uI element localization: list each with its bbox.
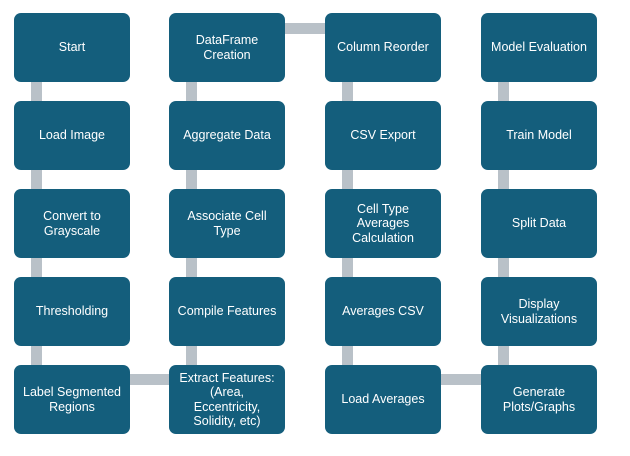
node-model-evaluation: Model Evaluation bbox=[481, 13, 597, 82]
connector bbox=[31, 170, 42, 189]
node-split-data: Split Data bbox=[481, 189, 597, 258]
node-label: Thresholding bbox=[35, 304, 109, 319]
connector bbox=[498, 346, 509, 365]
node-label: Averages CSV bbox=[342, 304, 424, 319]
connector bbox=[186, 346, 197, 365]
node-thresholding: Thresholding bbox=[14, 277, 130, 346]
node-train-model: Train Model bbox=[481, 101, 597, 170]
connector bbox=[342, 258, 353, 277]
node-extract-features: Extract Features:(Area,Eccentricity,Soli… bbox=[169, 365, 285, 434]
node-label: Model Evaluation bbox=[491, 40, 587, 55]
node-averages-csv: Averages CSV bbox=[325, 277, 441, 346]
connector bbox=[186, 170, 197, 189]
connector bbox=[31, 346, 42, 365]
node-aggregate-data: Aggregate Data bbox=[169, 101, 285, 170]
node-csv-export: CSV Export bbox=[325, 101, 441, 170]
connector bbox=[130, 374, 169, 385]
connector bbox=[186, 82, 197, 101]
node-label: CSV Export bbox=[350, 128, 416, 143]
node-label: Extract Features:(Area,Eccentricity,Soli… bbox=[179, 370, 275, 429]
connector bbox=[31, 258, 42, 277]
connector bbox=[342, 170, 353, 189]
node-compile-features: Compile Features bbox=[169, 277, 285, 346]
node-label: Column Reorder bbox=[337, 40, 429, 55]
node-label: Aggregate Data bbox=[183, 128, 271, 143]
node-label: Split Data bbox=[511, 216, 567, 231]
connector bbox=[342, 82, 353, 101]
connector bbox=[285, 23, 325, 34]
connector bbox=[186, 258, 197, 277]
node-column-reorder: Column Reorder bbox=[325, 13, 441, 82]
node-label: Load Averages bbox=[341, 392, 425, 407]
node-load-image: Load Image bbox=[14, 101, 130, 170]
node-label: Compile Features bbox=[177, 304, 277, 319]
node-label: Start bbox=[58, 40, 86, 55]
node-label: Load Image bbox=[38, 128, 106, 143]
node-label: Train Model bbox=[506, 128, 572, 143]
connector bbox=[498, 258, 509, 277]
connector bbox=[441, 374, 481, 385]
connector bbox=[31, 82, 42, 101]
node-load-averages: Load Averages bbox=[325, 365, 441, 434]
connector bbox=[342, 346, 353, 365]
connector bbox=[498, 82, 509, 101]
node-start: Start bbox=[14, 13, 130, 82]
connector bbox=[498, 170, 509, 189]
